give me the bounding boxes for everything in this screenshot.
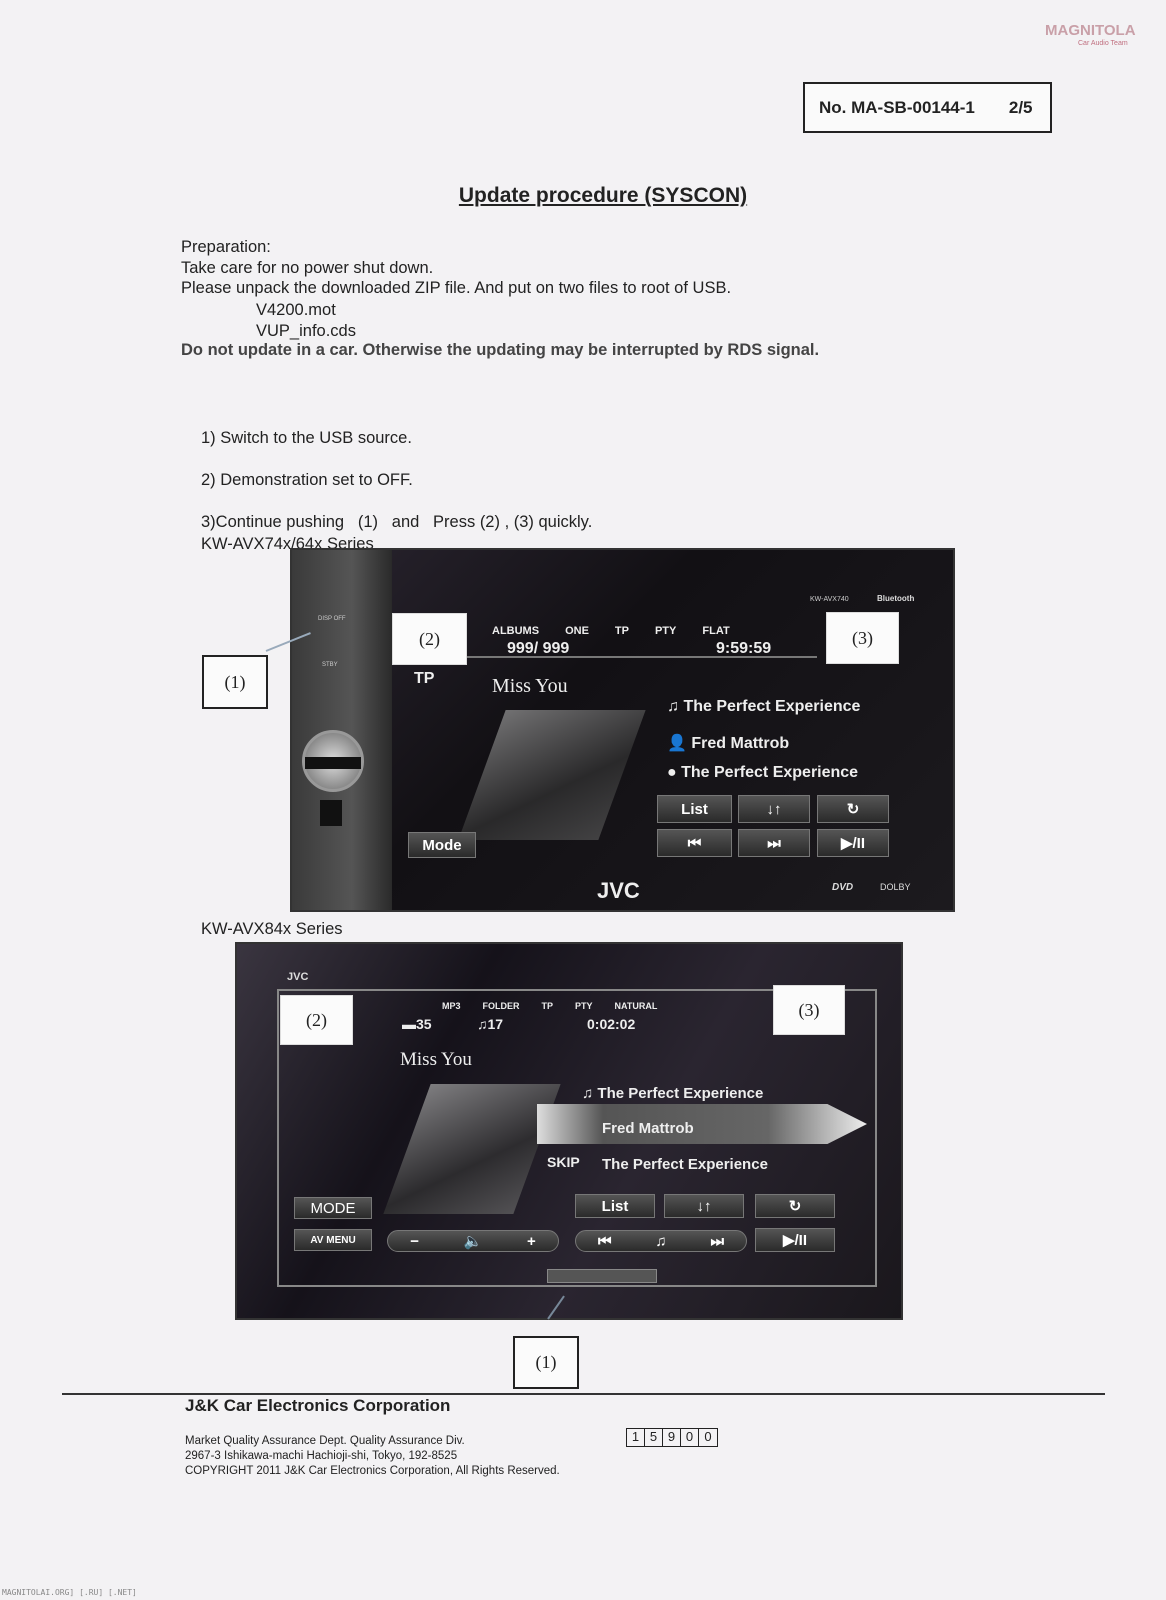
company-name: J&K Car Electronics Corporation [185,1396,451,1415]
next-button[interactable]: ⏭ [710,1232,725,1250]
preparation-line: Please unpack the downloaded ZIP file. A… [181,279,732,297]
shuffle-button[interactable]: ↓↑ [664,1194,744,1218]
stby-label: STBY [322,662,338,668]
file-name: V4200.mot [256,301,336,319]
jvc-logo: JVC [597,878,640,903]
list-button[interactable]: List [575,1194,655,1218]
track-count: ♫17 [477,1016,504,1032]
step-3: 3)Continue pushing (1) and Press (2) , (… [201,513,593,531]
page-title: Update procedure (SYSCON) [458,184,748,207]
callout-3: (3) [826,612,899,664]
callout-3: (3) [773,985,845,1035]
play-time: 9:59:59 [716,640,772,657]
logo: MAGNITOLA [1045,22,1136,39]
callout-1: (1) [513,1336,579,1389]
info-row-artist: 👤 Fred Mattrob [667,735,790,752]
folder-count: ▬35 [402,1016,432,1032]
next-button[interactable]: ⏭ [738,829,810,857]
volume-up-button[interactable]: + [526,1232,536,1250]
speaker-icon: 🔈 [463,1233,483,1250]
document-number: No. MA-SB-00144-1 [819,97,975,117]
callout-2: (2) [280,995,353,1045]
preparation-line: Take care for no power shut down. [181,259,434,277]
repeat-button[interactable]: ↻ [755,1194,835,1218]
usb-port [320,800,342,826]
previous-button[interactable]: ⏮ [597,1232,612,1250]
jvc-logo: JVC [287,971,309,983]
play-time: 0:02:02 [587,1016,636,1032]
shuffle-button[interactable]: ↓↑ [738,795,810,823]
music-icon: ♫ [655,1232,667,1250]
volume-knob[interactable] [302,730,364,792]
volume-down-button[interactable]: − [410,1232,420,1250]
info-row-title: ♫ The Perfect Experience [582,1085,764,1102]
footer-divider [62,1393,1105,1395]
tp-button[interactable]: TP [414,670,435,687]
info-row-artist: Fred Mattrob [602,1120,694,1137]
dvd-logo: DVD [832,882,854,893]
document-number-box: No. MA-SB-00144-1 2/5 [803,82,1052,133]
status-tp: TP [614,625,629,637]
play-pause-button[interactable]: ▶/II [817,829,889,857]
warning-text: Do not update in a car. Otherwise the up… [181,341,820,359]
track-counter: 999/ 999 [507,640,570,657]
mode-button[interactable]: Mode [408,832,476,858]
step-2: 2) Demonstration set to OFF. [201,471,413,489]
play-pause-button[interactable]: ▶/II [755,1228,835,1252]
dolby-logo: DOLBY [880,882,911,892]
info-row-album: The Perfect Experience [602,1156,768,1173]
list-button[interactable]: List [657,795,732,823]
song-title: Miss You [492,675,568,697]
status-eq: FLAT [702,625,730,637]
info-row-title: ♫ The Perfect Experience [667,698,861,715]
preparation-heading: Preparation: [181,238,271,256]
status-albums: ALBUMS [492,625,540,637]
av-menu-button[interactable]: AV MENU [294,1229,372,1251]
side-panel [292,550,392,910]
hardware-button-1[interactable] [547,1269,657,1283]
previous-button[interactable]: ⏮ [657,829,732,857]
company-address: Market Quality Assurance Dept. Quality A… [185,1435,560,1477]
status-pty: PTY [654,625,677,637]
page-number: 2/5 [1008,97,1033,117]
watermark: MAGNITOLAI.ORG] [.RU] [.NET] [2,1588,137,1597]
volume-control[interactable]: − 🔈 + [387,1230,559,1252]
mode-button[interactable]: MODE [294,1197,372,1219]
status-repeat: ONE [565,625,589,637]
callout-2: (2) [392,613,467,665]
album-art [458,710,646,840]
skip-label: SKIP [547,1154,580,1170]
status-bar: ALBUMS ONE TP PTY FLAT [492,625,730,637]
logo-subtitle: Car Audio Team [1078,40,1128,47]
model-label: KW-AVX740 [810,596,849,603]
skip-animation-arrow [537,1104,867,1144]
info-row-album: ● The Perfect Experience [667,764,859,781]
callout-1: (1) [202,655,268,709]
transport-control[interactable]: ⏮ ♫ ⏭ [575,1230,747,1252]
bluetooth-logo: Bluetooth [877,594,915,603]
repeat-button[interactable]: ↻ [817,795,889,823]
head-unit-avx74x: DISP OFF STBY KW-AVX740 Bluetooth ALBUMS… [290,548,955,912]
step-1: 1) Switch to the USB source. [201,429,412,447]
series-label: KW-AVX84x Series [201,920,343,938]
file-name: VUP_info.cds [256,322,356,340]
disp-off-label: DISP OFF [318,616,346,622]
song-title: Miss You [400,1049,472,1070]
